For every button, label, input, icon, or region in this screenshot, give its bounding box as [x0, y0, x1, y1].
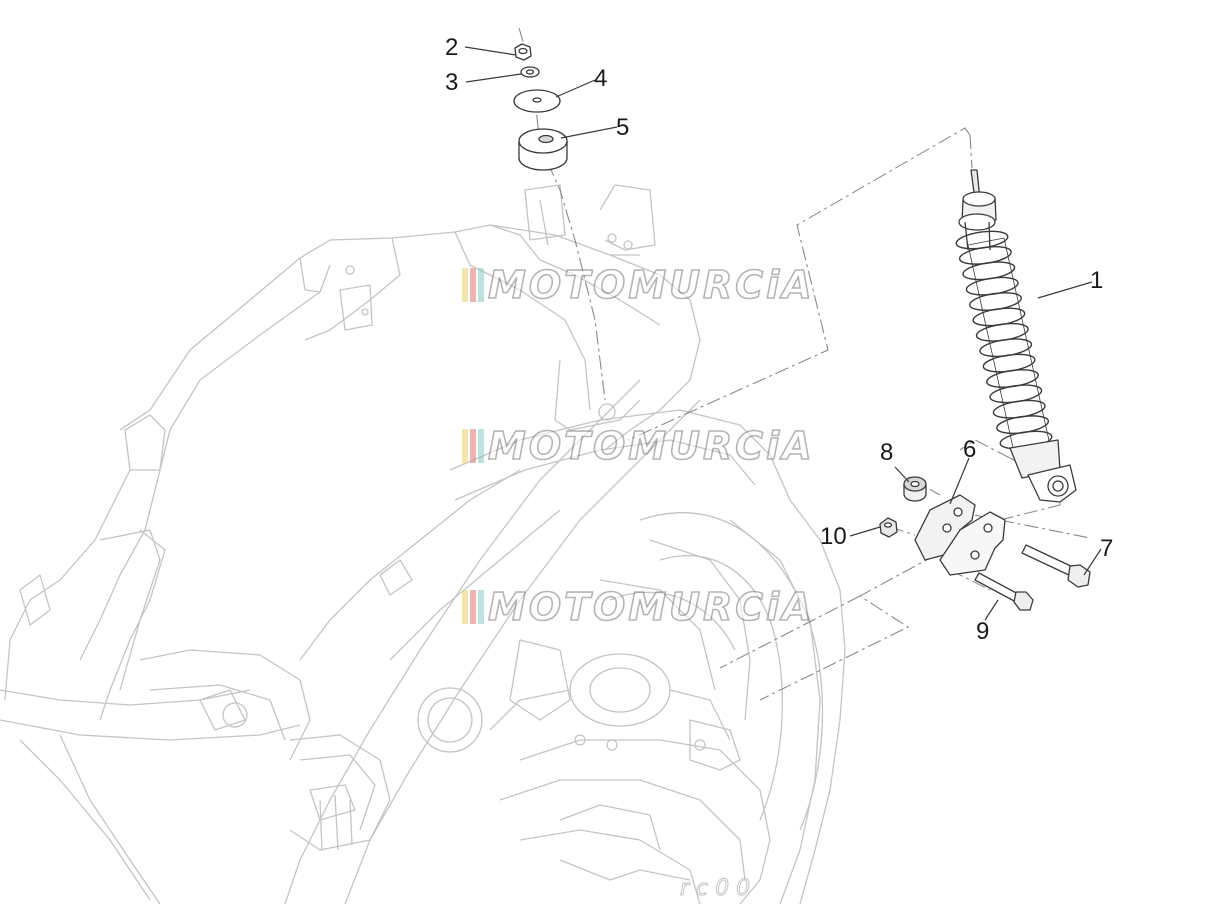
callout-3: 3 — [445, 69, 459, 96]
watermark-bar — [462, 268, 468, 302]
watermark-bar — [478, 590, 484, 624]
part-3-washer — [520, 66, 540, 78]
part-10-nut — [879, 517, 898, 538]
shock-spring — [955, 230, 1053, 453]
watermark-text: MOTOMURCiA — [487, 262, 815, 308]
shock-lower — [1009, 439, 1077, 503]
watermark-middle: MOTOMURCiA — [462, 423, 815, 469]
part-7-bolt — [1021, 544, 1091, 588]
watermark-bar — [470, 590, 476, 624]
part-6-bracket — [914, 494, 1006, 576]
scooter-frame: r c 0 0 — [0, 184, 846, 904]
callout-4: 4 — [594, 65, 608, 92]
watermark-bar — [470, 268, 476, 302]
watermark-text: MOTOMURCiA — [487, 423, 815, 469]
callout-7: 7 — [1100, 535, 1114, 562]
leader-lines — [464, 46, 1102, 621]
part-1-shock-absorber — [958, 169, 997, 251]
watermark-bar — [478, 429, 484, 463]
watermark-bar — [478, 268, 484, 302]
parts — [513, 43, 1091, 611]
callout-6: 6 — [963, 436, 977, 463]
callout-8: 8 — [880, 439, 894, 466]
callout-9: 9 — [976, 618, 990, 645]
watermark-text: MOTOMURCiA — [487, 584, 815, 630]
svg-text:r c 0 0: r c 0 0 — [680, 876, 750, 901]
part-9-bolt — [974, 572, 1034, 611]
callout-2: 2 — [445, 34, 459, 61]
watermark-top: MOTOMURCiA — [462, 262, 815, 308]
part-5-bushing — [518, 128, 568, 171]
callout-1: 1 — [1090, 267, 1104, 294]
part-4-plate-washer — [513, 89, 561, 113]
watermark-bar — [470, 429, 476, 463]
watermark-bar — [462, 429, 468, 463]
watermark-bar — [462, 590, 468, 624]
part-8-bush — [903, 476, 927, 502]
callout-10: 10 — [820, 523, 847, 550]
watermark-bottom: MOTOMURCiA — [462, 584, 815, 630]
part-2-nut — [514, 43, 532, 61]
callout-5: 5 — [616, 114, 630, 141]
